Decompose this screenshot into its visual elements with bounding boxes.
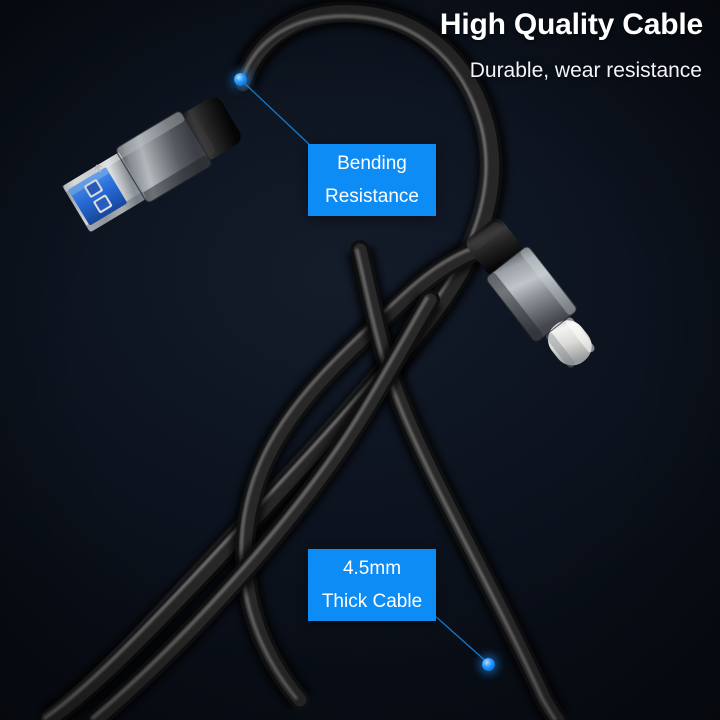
callout-bending-resistance[interactable]: Bending Resistance: [308, 144, 436, 216]
page-subtitle: Durable, wear resistance: [469, 59, 702, 82]
callout-bending-line1: Bending: [337, 152, 407, 174]
leader-dot-bending: [234, 73, 247, 86]
page-title: High Quality Cable: [439, 8, 703, 41]
callout-thickness-line2: Thick Cable: [321, 590, 423, 612]
callout-thick-cable[interactable]: 4.5mm Thick Cable: [308, 549, 436, 621]
callout-thickness-line1: 4.5mm: [342, 557, 402, 579]
leader-line-thickness: [433, 614, 490, 665]
callout-bending-line2: Resistance: [325, 185, 419, 207]
leader-line-bending: [240, 79, 313, 148]
leader-dot-thickness: [482, 658, 495, 671]
